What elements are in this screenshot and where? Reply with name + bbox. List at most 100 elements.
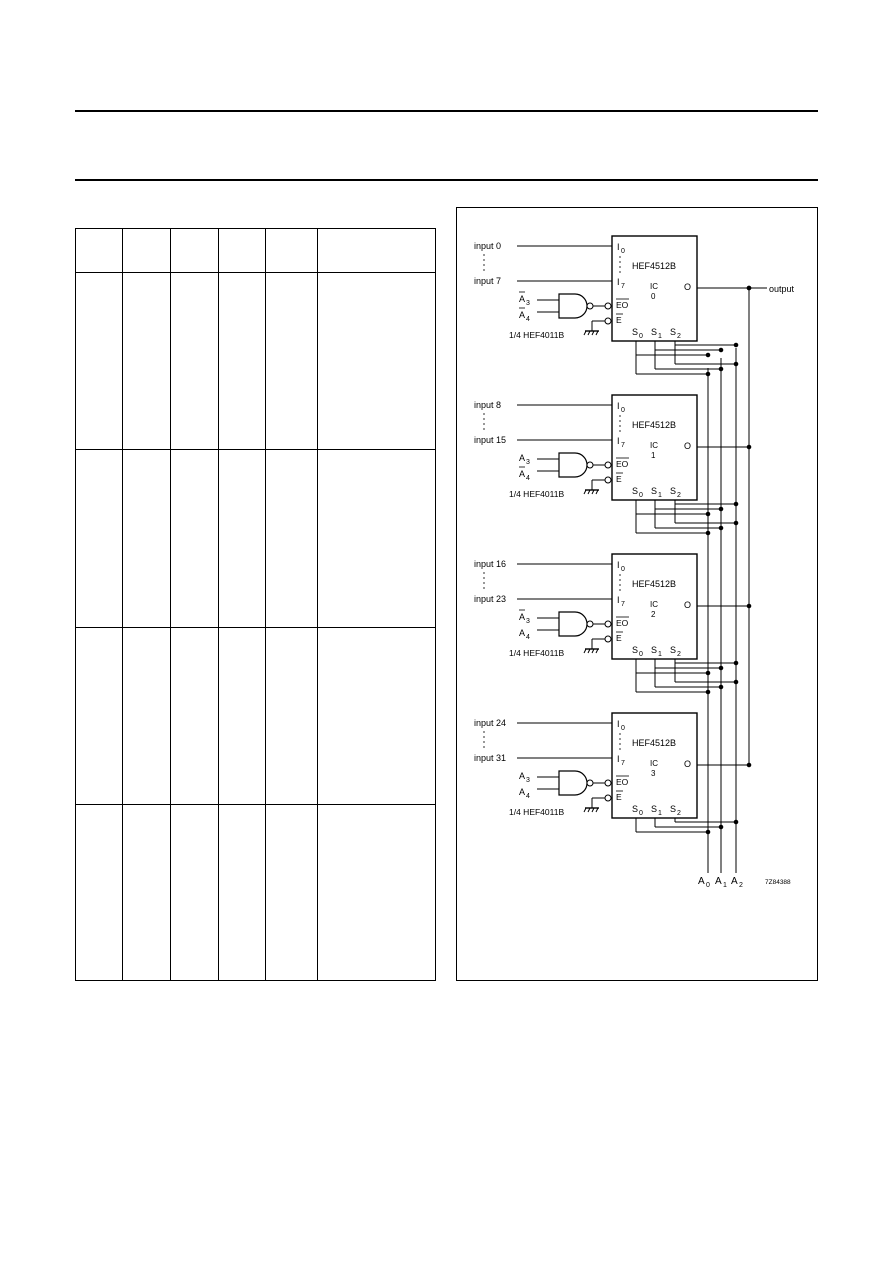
svg-text:1: 1 — [658, 810, 662, 817]
svg-text:7: 7 — [621, 442, 625, 449]
svg-text:0: 0 — [639, 651, 643, 658]
svg-text:1: 1 — [658, 651, 662, 658]
pin-eo: EO — [616, 777, 629, 787]
svg-text:7: 7 — [621, 601, 625, 608]
ic-box — [611, 235, 698, 342]
output-label: output — [769, 284, 795, 294]
ic-text-label: IC — [650, 441, 658, 450]
blank-table — [75, 228, 436, 981]
pin-s0: S — [632, 486, 638, 496]
svg-text:0: 0 — [621, 725, 625, 732]
address-line-a0: A 0 — [698, 876, 710, 889]
pin-s2: S — [670, 645, 676, 655]
address-bus-labels: A 0 A 1 A 2 — [698, 876, 743, 889]
nand-bubble — [586, 620, 594, 628]
pin-s0: S — [632, 645, 638, 655]
junction-dot — [733, 342, 739, 348]
svg-text:A: A — [698, 876, 705, 887]
input-first-label: input 16 — [474, 559, 506, 569]
svg-text:0: 0 — [706, 882, 710, 889]
gate-input-a4: A — [519, 469, 525, 479]
svg-text:2: 2 — [677, 810, 681, 817]
pin-o: O — [684, 600, 691, 610]
junction-dot — [718, 347, 724, 353]
input-last-label: input 15 — [474, 435, 506, 445]
pin-s0: S — [632, 327, 638, 337]
pin-i7: I — [617, 754, 620, 764]
svg-text:3: 3 — [526, 300, 530, 307]
pin-s1: S — [651, 804, 657, 814]
gate-input-a3: A — [519, 612, 525, 622]
pin-i0: I — [617, 719, 620, 729]
pin-i7: I — [617, 277, 620, 287]
pin-s1: S — [651, 645, 657, 655]
pin-i7: I — [617, 595, 620, 605]
svg-text:2: 2 — [677, 333, 681, 340]
e-pin-bubble — [604, 794, 612, 802]
nand-bubble — [586, 302, 594, 310]
pin-e: E — [616, 633, 622, 643]
pin-i0: I — [617, 560, 620, 570]
pin-e: E — [616, 315, 622, 325]
gate-input-a4: A — [519, 628, 525, 638]
pin-s2: S — [670, 486, 676, 496]
ic-number: 0 — [651, 292, 656, 301]
junction-dot — [746, 285, 752, 291]
eo-pin-bubble — [604, 461, 612, 469]
gate-input-a4: A — [519, 310, 525, 320]
eo-pin-bubble — [604, 779, 612, 787]
gate-part-label: 1/4 HEF4011B — [509, 330, 564, 340]
nand-gate — [558, 452, 588, 478]
header-rule-bottom — [75, 179, 818, 181]
ic-text-label: IC — [650, 759, 658, 768]
svg-text:1: 1 — [658, 492, 662, 499]
svg-text:4: 4 — [526, 793, 530, 800]
gate-part-label: 1/4 HEF4011B — [509, 648, 564, 658]
ic-part-label: HEF4512B — [632, 420, 676, 430]
svg-text:4: 4 — [526, 634, 530, 641]
svg-text:0: 0 — [621, 566, 625, 573]
svg-text:4: 4 — [526, 316, 530, 323]
svg-text:2: 2 — [677, 492, 681, 499]
ic-box — [611, 553, 698, 660]
svg-text:A: A — [715, 876, 722, 887]
pin-o: O — [684, 282, 691, 292]
eo-pin-bubble — [604, 302, 612, 310]
ic-box — [611, 712, 698, 819]
svg-text:2: 2 — [739, 882, 743, 889]
pin-e: E — [616, 792, 622, 802]
e-pin-bubble — [604, 317, 612, 325]
svg-text:0: 0 — [639, 333, 643, 340]
pin-s1: S — [651, 327, 657, 337]
e-pin-bubble — [604, 476, 612, 484]
ic-number: 2 — [651, 610, 656, 619]
ic-number: 3 — [651, 769, 656, 778]
input-last-label: input 23 — [474, 594, 506, 604]
pin-i7: I — [617, 436, 620, 446]
pin-s0: S — [632, 804, 638, 814]
ic-text-label: IC — [650, 282, 658, 291]
ic-part-label: HEF4512B — [632, 261, 676, 271]
svg-text:3: 3 — [526, 777, 530, 784]
input-last-label: input 7 — [474, 276, 501, 286]
e-pin-bubble — [604, 635, 612, 643]
svg-text:0: 0 — [639, 492, 643, 499]
gate-part-label: 1/4 HEF4011B — [509, 807, 564, 817]
svg-text:3: 3 — [526, 618, 530, 625]
pin-s2: S — [670, 327, 676, 337]
nand-gate — [558, 770, 588, 796]
junction-dot — [705, 352, 711, 358]
ic-part-label: HEF4512B — [632, 738, 676, 748]
input-first-label: input 8 — [474, 400, 501, 410]
gate-part-label: 1/4 HEF4011B — [509, 489, 564, 499]
pin-i0: I — [617, 242, 620, 252]
gate-input-a3: A — [519, 453, 525, 463]
schematic-wires — [517, 245, 767, 873]
nand-gate — [558, 293, 588, 319]
figure-code: 7Z84388 — [765, 879, 791, 886]
ic-part-label: HEF4512B — [632, 579, 676, 589]
